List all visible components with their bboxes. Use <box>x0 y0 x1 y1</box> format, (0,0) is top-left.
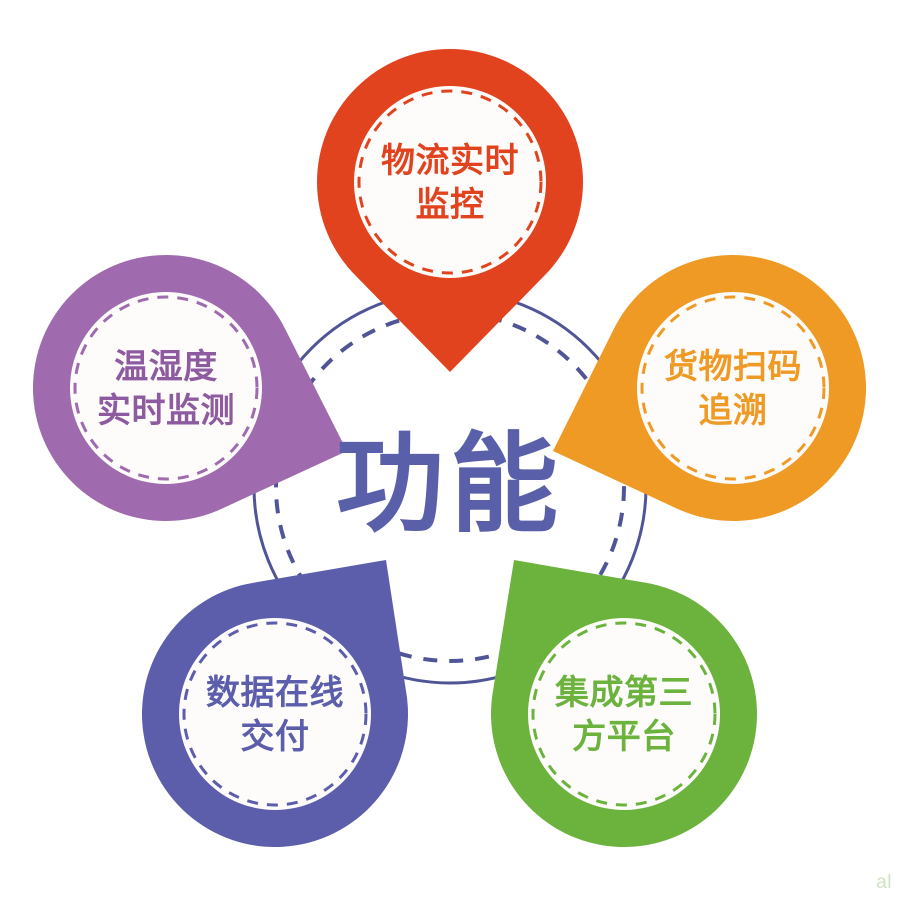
watermark: al <box>876 872 892 893</box>
pin-label-third-party-platform-line2: 方平台 <box>572 718 676 756</box>
pin-label-logistics-monitoring-line2: 监控 <box>416 186 485 224</box>
pin-label-third-party-platform-line1: 集成第三 <box>554 674 693 712</box>
pin-dashed-ring-online-data-delivery <box>182 621 368 807</box>
pin-label-online-data-delivery-line1: 数据在线 <box>206 674 344 712</box>
pin-inner-disc-temp-humidity-monitoring <box>70 292 262 484</box>
pin-label-goods-scan-trace-line2: 追溯 <box>699 392 768 430</box>
pin-label-temp-humidity-monitoring-line1: 温湿度 <box>114 348 218 386</box>
pin-dashed-ring-temp-humidity-monitoring <box>73 295 259 481</box>
pin-label-goods-scan-trace-line1: 货物扫码 <box>664 348 802 386</box>
pin-inner-disc-logistics-monitoring <box>354 86 546 278</box>
pin-inner-disc-online-data-delivery <box>179 618 371 810</box>
pin-label-online-data-delivery-line2: 交付 <box>241 717 310 756</box>
center-title: 功能 <box>336 424 564 545</box>
pin-inner-disc-goods-scan-trace <box>637 292 829 484</box>
pin-dashed-ring-logistics-monitoring <box>357 89 543 275</box>
pin-dashed-ring-goods-scan-trace <box>640 295 826 481</box>
pin-label-temp-humidity-monitoring-line2: 实时监测 <box>97 392 235 430</box>
pin-dashed-ring-third-party-platform <box>531 621 717 807</box>
pin-inner-disc-third-party-platform <box>528 618 720 810</box>
pin-label-logistics-monitoring-line1: 物流实时 <box>381 142 519 180</box>
